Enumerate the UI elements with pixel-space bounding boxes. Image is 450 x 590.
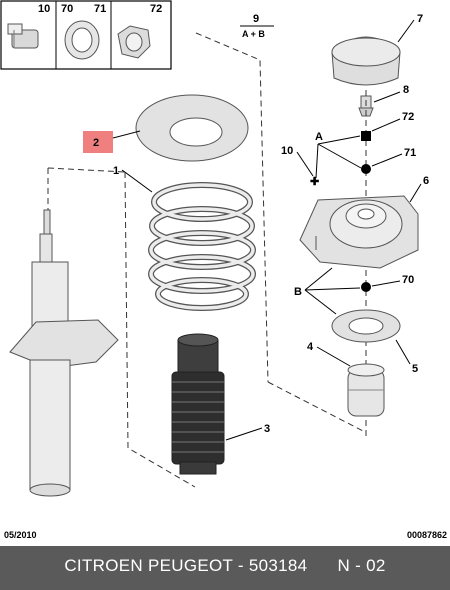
callout-1: 1 — [113, 165, 119, 177]
dot-marker-icon — [361, 164, 371, 174]
callout-4: 4 — [307, 341, 314, 353]
assembly-sub: A + B — [242, 29, 265, 39]
callout-72: 72 — [402, 111, 414, 123]
label-71: 71 — [94, 3, 106, 15]
assembly-number: 9 — [253, 13, 259, 25]
bump-stop-icon — [347, 363, 385, 417]
callout-8: 8 — [403, 84, 409, 96]
spring-seat-icon — [135, 94, 249, 162]
document-reference: 00087862 — [406, 530, 447, 540]
label-10: 10 — [38, 3, 50, 15]
callout-6: 6 — [423, 175, 429, 187]
callout-5: 5 — [412, 363, 418, 375]
bolt-icon — [7, 23, 39, 49]
callout-3: 3 — [264, 423, 270, 435]
highlight-box — [83, 131, 113, 153]
label-72: 72 — [150, 3, 162, 15]
dust-cap-icon — [331, 36, 401, 86]
callout-7: 7 — [417, 13, 423, 25]
callout-2: 2 — [93, 137, 99, 149]
strut-icon — [9, 209, 119, 497]
callout-A: A — [315, 131, 323, 143]
footer-title: CITROEN PEUGEOT - 503184 N - 02 — [64, 556, 386, 575]
plus-marker-icon: ✚ — [310, 176, 319, 188]
bearing-icon — [331, 309, 401, 343]
top-mount-icon — [299, 195, 419, 269]
footer-bar — [0, 546, 450, 590]
callout-B: B — [294, 286, 302, 298]
callout-71: 71 — [404, 147, 416, 159]
callout-10: 10 — [281, 145, 293, 157]
label-70: 70 — [61, 3, 73, 15]
washer-icon — [64, 20, 100, 60]
square-marker-icon — [361, 131, 371, 141]
dot-marker-b-icon — [361, 282, 371, 292]
bellow-icon — [171, 333, 225, 475]
hardware-box: 10 70 71 72 — [0, 0, 172, 70]
diagram-date: 05/2010 — [4, 530, 37, 540]
callout-70: 70 — [402, 274, 414, 286]
nut-icon — [117, 25, 151, 59]
